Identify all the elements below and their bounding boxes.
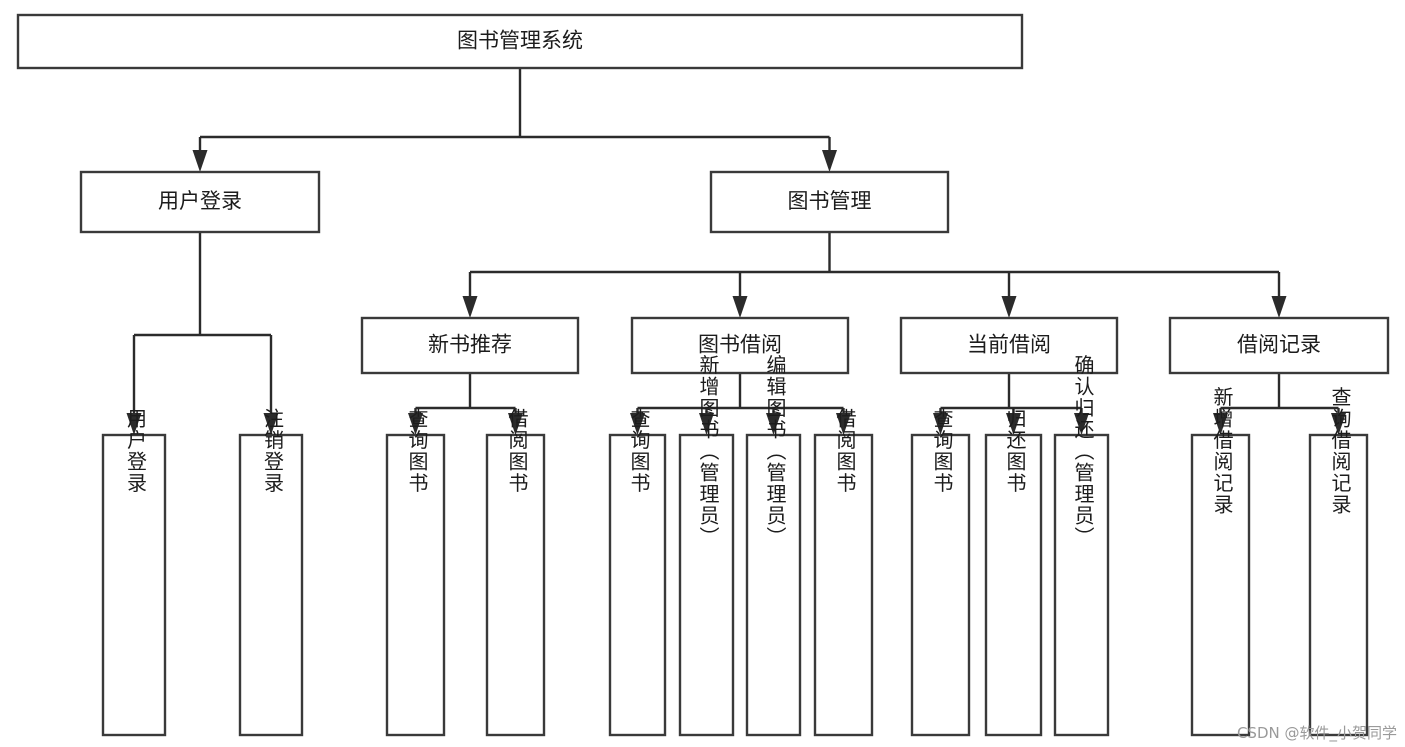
node-box bbox=[984, 433, 1043, 737]
node-label: 注销登录 bbox=[261, 408, 285, 494]
node-box bbox=[360, 316, 580, 375]
node-leaf-query-book-2[interactable]: 查询图书 bbox=[608, 408, 667, 737]
node-leaf-return-book[interactable]: 归还图书 bbox=[984, 408, 1043, 737]
node-leaf-query-book-1[interactable]: 查询图书 bbox=[385, 408, 446, 737]
node-user-login[interactable]: 用户登录 bbox=[79, 170, 321, 234]
node-label: 图书借阅 bbox=[698, 333, 782, 357]
node-label: 图书管理 bbox=[788, 189, 872, 213]
node-box bbox=[79, 170, 321, 234]
node-label: 确认归还（管理员） bbox=[1071, 354, 1095, 548]
node-leaf-add-record[interactable]: 新增借阅记录 bbox=[1190, 386, 1251, 737]
node-label: 借阅记录 bbox=[1237, 333, 1321, 357]
node-label: 当前借阅 bbox=[967, 333, 1051, 357]
node-label: 图书管理系统 bbox=[457, 29, 583, 53]
node-box bbox=[1190, 433, 1251, 737]
node-box bbox=[678, 433, 735, 737]
node-root[interactable]: 图书管理系统 bbox=[16, 13, 1024, 70]
node-box bbox=[1168, 316, 1390, 375]
node-leaf-borrow-book-1[interactable]: 借阅图书 bbox=[485, 408, 546, 737]
node-box bbox=[630, 316, 850, 375]
node-leaf-user-login[interactable]: 用户登录 bbox=[101, 408, 167, 737]
node-borrow-record[interactable]: 借阅记录 bbox=[1168, 316, 1390, 375]
node-layer: 图书管理系统用户登录图书管理新书推荐图书借阅当前借阅借阅记录用户登录注销登录查询… bbox=[16, 13, 1390, 737]
node-new-book-rec[interactable]: 新书推荐 bbox=[360, 316, 580, 375]
node-box bbox=[813, 433, 874, 737]
node-label: 借阅图书 bbox=[833, 408, 857, 494]
node-leaf-confirm-return[interactable]: 确认归还（管理员） bbox=[1053, 354, 1110, 737]
node-box bbox=[745, 433, 802, 737]
node-label: 借阅图书 bbox=[505, 408, 529, 494]
node-leaf-query-record[interactable]: 查询借阅记录 bbox=[1308, 386, 1369, 737]
node-box bbox=[101, 433, 167, 737]
node-box bbox=[238, 433, 304, 737]
node-label: 查询借阅记录 bbox=[1328, 386, 1352, 515]
node-box bbox=[910, 433, 971, 737]
node-box bbox=[1053, 433, 1110, 737]
node-label: 新增图书（管理员） bbox=[696, 354, 720, 548]
node-box bbox=[899, 316, 1119, 375]
node-box bbox=[385, 433, 446, 737]
node-label: 用户登录 bbox=[124, 408, 148, 494]
node-leaf-logout[interactable]: 注销登录 bbox=[238, 408, 304, 737]
node-box bbox=[709, 170, 950, 234]
node-label: 新书推荐 bbox=[428, 333, 512, 357]
node-current-borrow[interactable]: 当前借阅 bbox=[899, 316, 1119, 375]
node-label: 用户登录 bbox=[158, 189, 242, 213]
node-box bbox=[1308, 433, 1369, 737]
node-label: 查询图书 bbox=[627, 408, 651, 494]
node-box bbox=[16, 13, 1024, 70]
node-book-borrow[interactable]: 图书借阅 bbox=[630, 316, 850, 375]
node-box bbox=[608, 433, 667, 737]
node-leaf-edit-book[interactable]: 编辑图书（管理员） bbox=[745, 354, 802, 737]
node-book-manage[interactable]: 图书管理 bbox=[709, 170, 950, 234]
connector-layer bbox=[126, 68, 1346, 435]
node-label: 编辑图书（管理员） bbox=[763, 354, 787, 548]
node-leaf-query-book-3[interactable]: 查询图书 bbox=[910, 408, 971, 737]
node-label: 查询图书 bbox=[930, 408, 954, 494]
node-label: 归还图书 bbox=[1003, 408, 1027, 494]
node-leaf-borrow-book-2[interactable]: 借阅图书 bbox=[813, 408, 874, 737]
node-label: 新增借阅记录 bbox=[1210, 386, 1234, 515]
node-box bbox=[485, 433, 546, 737]
node-label: 查询图书 bbox=[405, 408, 429, 494]
node-leaf-add-book[interactable]: 新增图书（管理员） bbox=[678, 354, 735, 737]
